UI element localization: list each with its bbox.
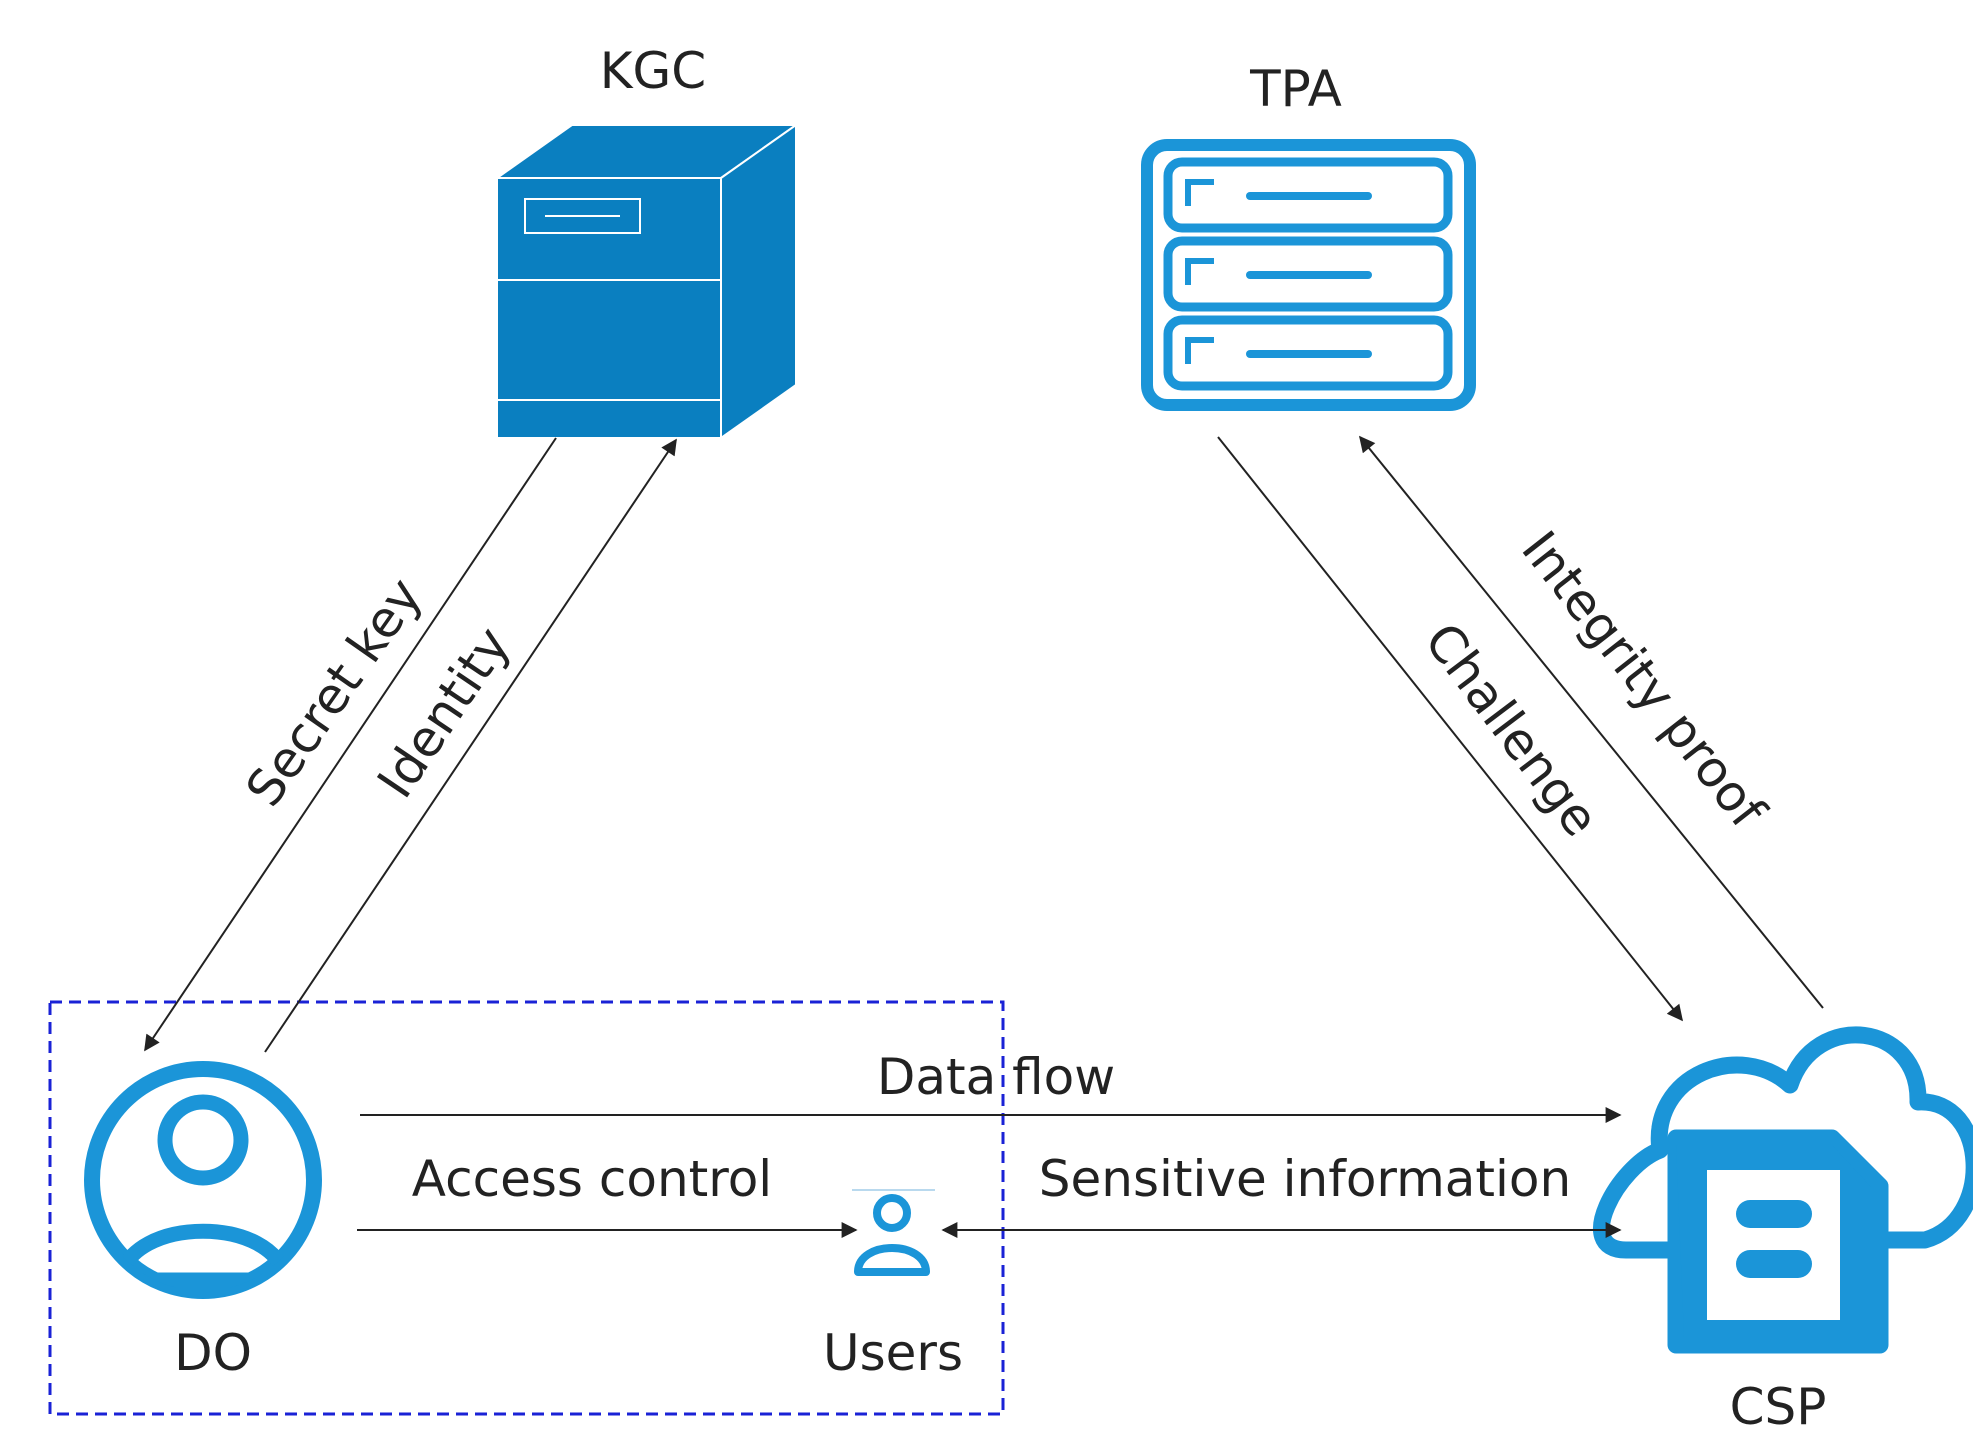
access-control-label: Access control — [412, 1150, 772, 1208]
data-flow-label: Data flow — [877, 1048, 1115, 1106]
tpa-server-icon — [1141, 139, 1476, 411]
users-icon — [852, 1189, 935, 1276]
tpa-label: TPA — [1249, 60, 1342, 118]
do-users-group-box — [48, 1000, 1005, 1416]
do-user-icon — [84, 1061, 322, 1299]
challenge-label: Challenge — [1413, 612, 1610, 847]
csp-cloud-icon — [1593, 1026, 1973, 1354]
sensitive-information-label: Sensitive information — [1039, 1150, 1571, 1208]
challenge-arrow — [1217, 436, 1683, 1022]
do-label: DO — [174, 1324, 252, 1382]
csp-label: CSP — [1730, 1378, 1827, 1436]
identity-arrow — [264, 438, 677, 1053]
users-label: Users — [823, 1324, 963, 1382]
secret-key-arrow — [144, 437, 557, 1052]
integrity-proof-arrow — [1358, 435, 1824, 1009]
kgc-server-icon — [493, 123, 800, 440]
kgc-label: KGC — [600, 42, 706, 100]
